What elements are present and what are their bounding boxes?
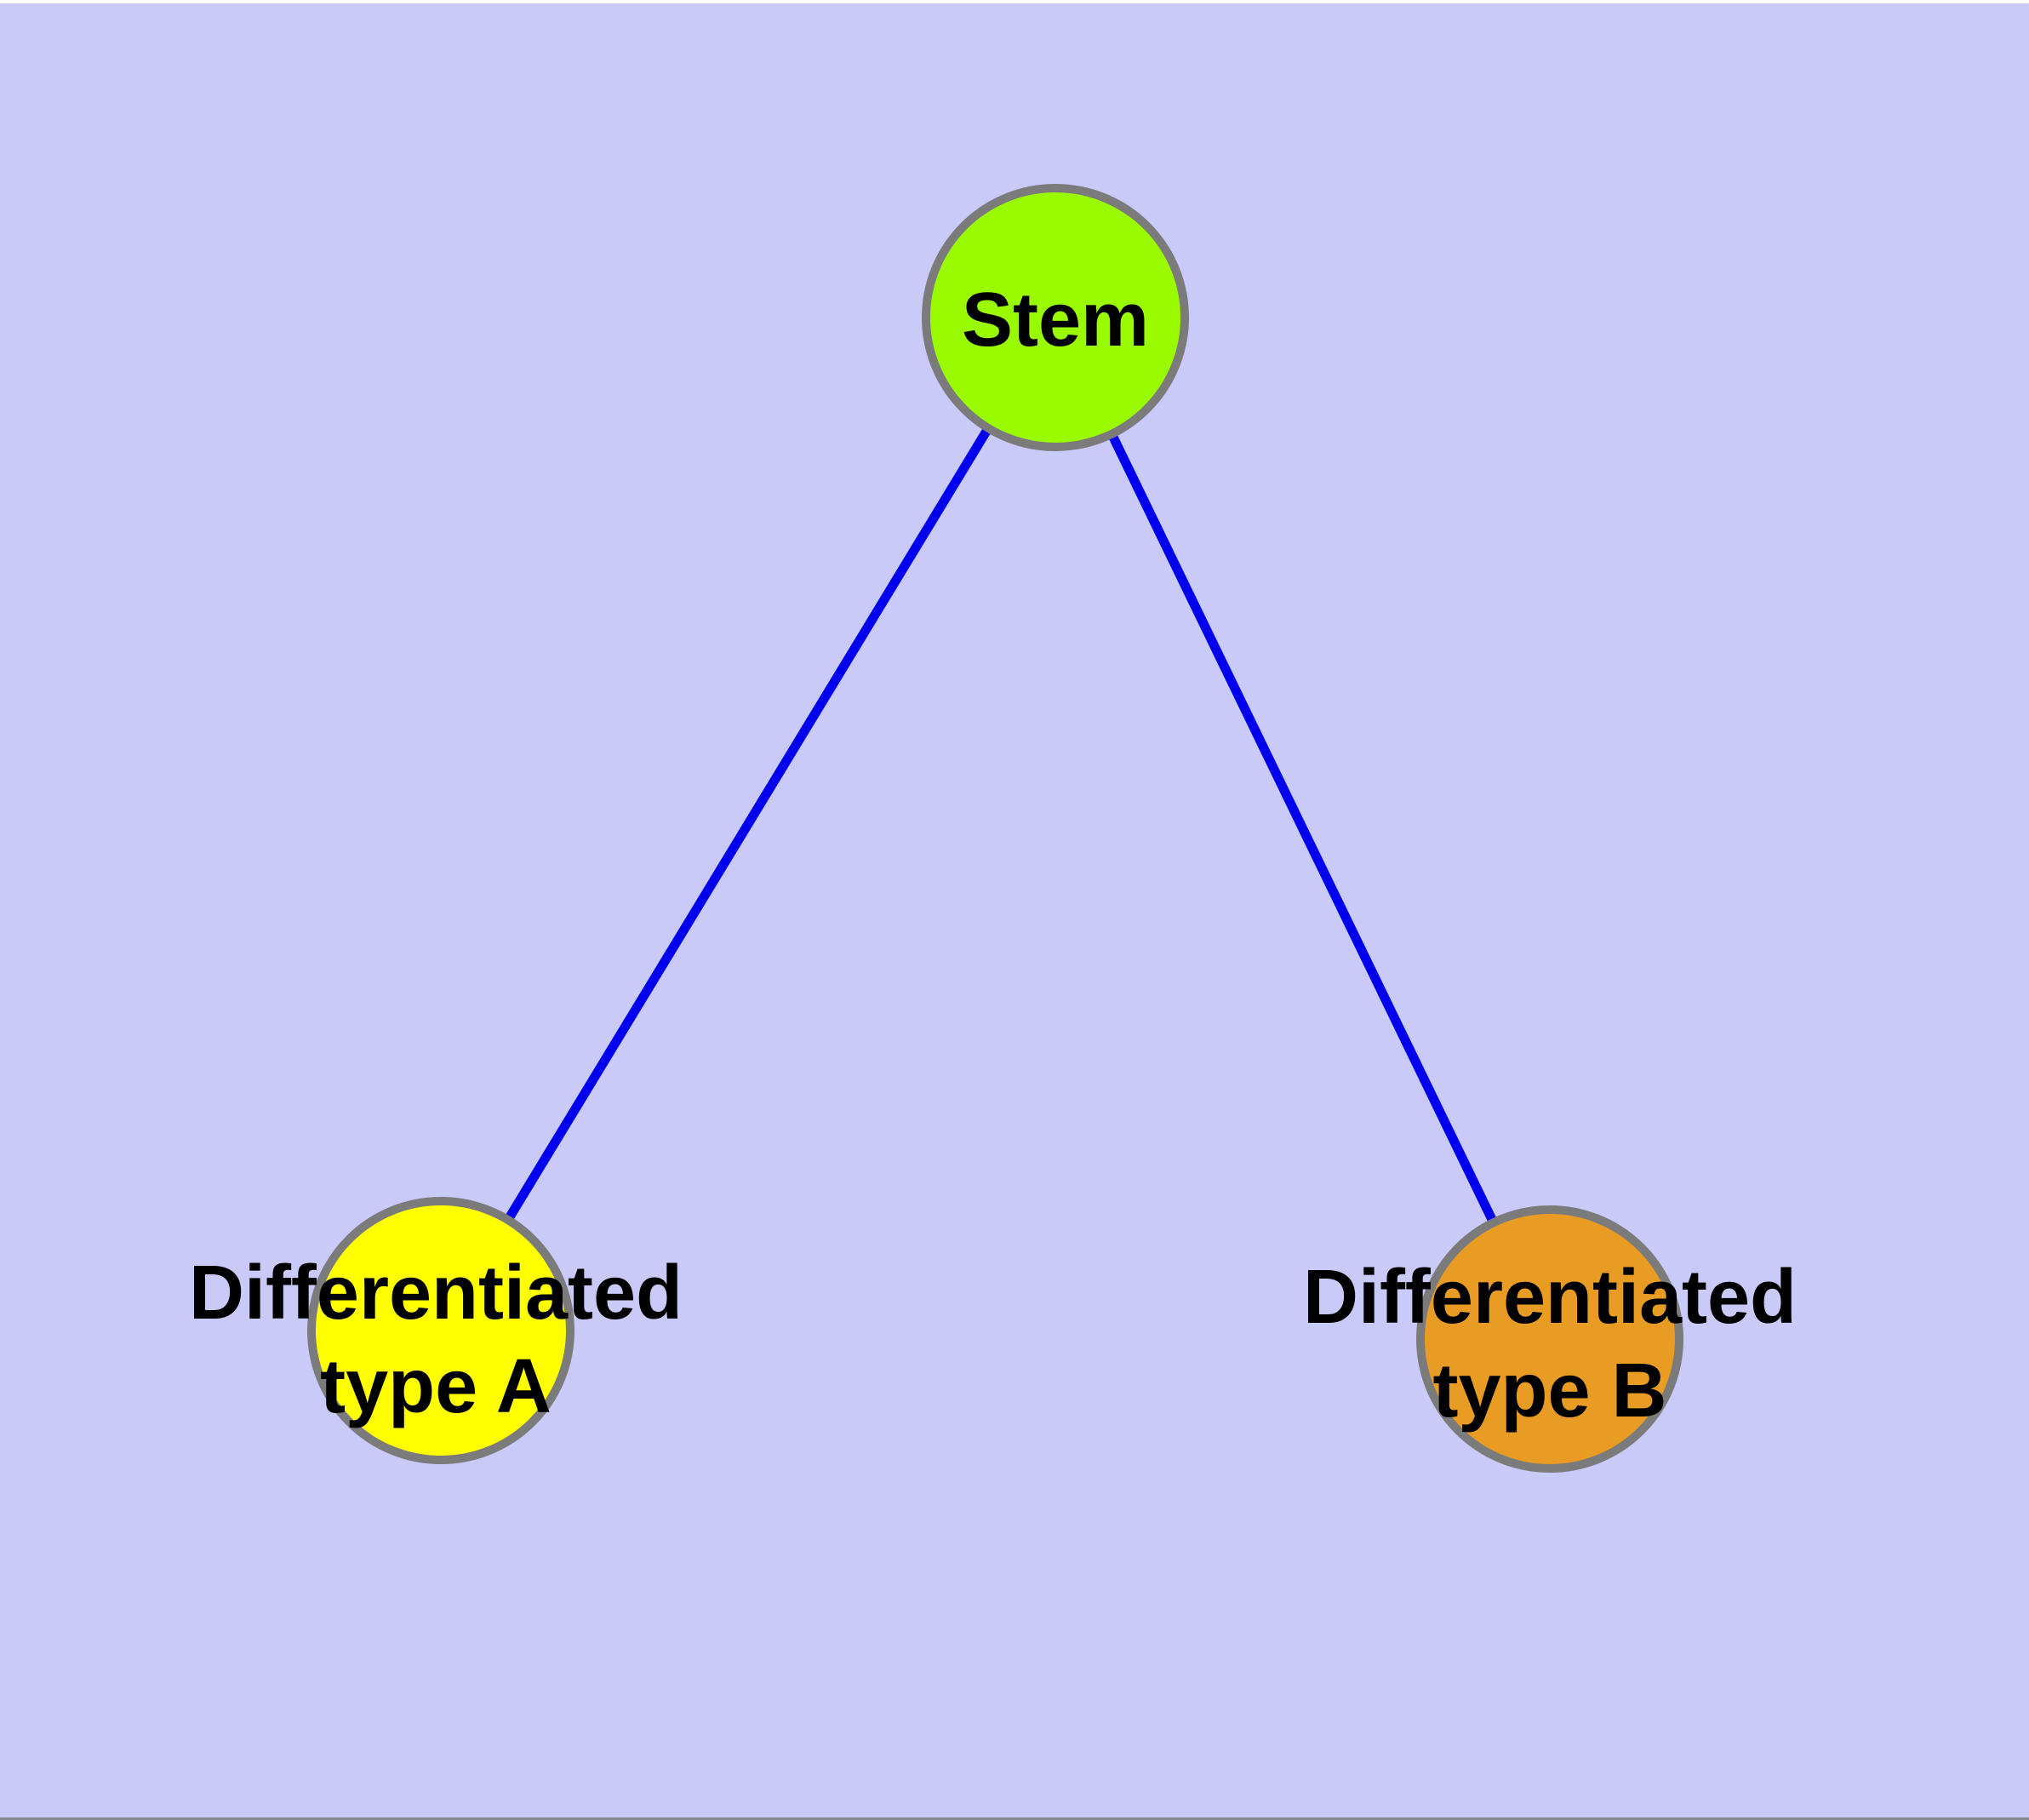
node-type-a-label-line-2: type A [320,1344,552,1429]
node-stem-label: Stem [962,278,1149,363]
edge-stem-to-type-b [1051,315,1554,1342]
node-differentiated-type-b [1416,1205,1683,1473]
edge-stem-to-type-a [437,315,1060,1333]
node-differentiated-type-a [307,1197,574,1464]
node-type-b-label-line-1: Differentiated [1303,1255,1797,1340]
node-type-a-label-line-1: Differentiated [189,1251,683,1336]
node-type-b-label-line-2: type B [1432,1348,1666,1434]
window-top-edge [0,0,2029,3]
window-bottom-edge [0,1817,2029,1820]
node-stem [922,184,1189,451]
